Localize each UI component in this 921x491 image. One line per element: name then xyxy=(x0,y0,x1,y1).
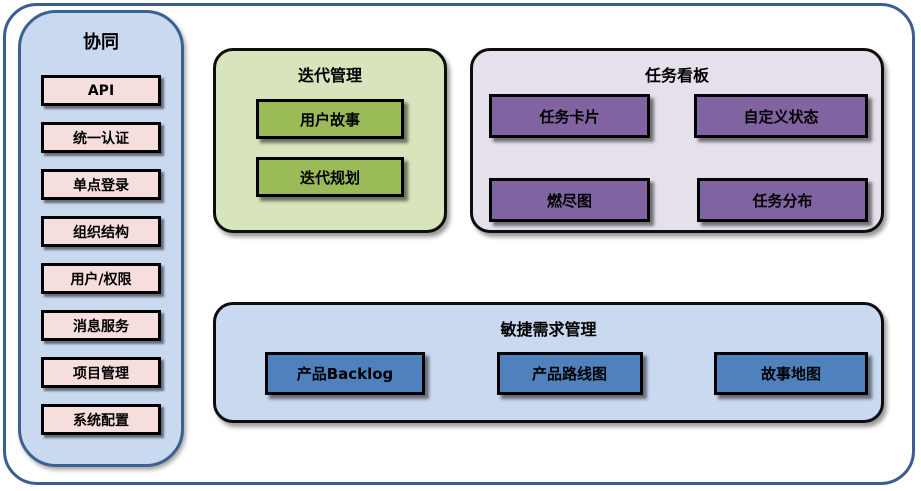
group-agile-requirement-management: 敏捷需求管理 产品Backlog 产品路线图 故事地图 xyxy=(213,302,884,423)
sidebar-item-message-service: 消息服务 xyxy=(41,310,161,341)
sidebar-item-org-structure: 组织结构 xyxy=(41,216,161,247)
item-burndown-chart: 燃尽图 xyxy=(489,178,650,222)
group-task-board: 任务看板 任务卡片 自定义状态 燃尽图 任务分布 xyxy=(470,48,884,233)
sidebar-item-system-config: 系统配置 xyxy=(41,404,161,435)
item-story-map: 故事地图 xyxy=(714,352,868,395)
group-agile-title: 敏捷需求管理 xyxy=(500,320,597,339)
sidebar-item-project-management: 项目管理 xyxy=(41,357,161,388)
sidebar-item-sso: 单点登录 xyxy=(41,169,161,200)
sidebar-item-api: API xyxy=(41,75,161,106)
group-iteration-management: 迭代管理 用户故事 迭代规划 xyxy=(213,48,447,233)
item-product-backlog: 产品Backlog xyxy=(265,352,425,395)
item-product-roadmap: 产品路线图 xyxy=(496,352,643,395)
item-user-story: 用户故事 xyxy=(256,99,404,139)
sidebar-title: 协同 xyxy=(83,32,119,53)
group-task-board-title: 任务看板 xyxy=(644,66,709,85)
task-board-row-1: 任务卡片 自定义状态 xyxy=(473,94,881,138)
iteration-item-list: 用户故事 迭代规划 xyxy=(216,99,444,197)
sidebar-item-unified-auth: 统一认证 xyxy=(41,122,161,153)
task-board-row-2: 燃尽图 任务分布 xyxy=(473,178,881,222)
agile-item-list: 产品Backlog 产品路线图 故事地图 xyxy=(216,352,881,395)
item-task-distribution: 任务分布 xyxy=(697,178,868,222)
item-task-card: 任务卡片 xyxy=(489,94,650,138)
item-iteration-planning: 迭代规划 xyxy=(256,157,404,197)
group-iteration-title: 迭代管理 xyxy=(297,66,362,85)
sidebar-collaboration: 协同 API 统一认证 单点登录 组织结构 用户/权限 消息服务 项目管理 系统… xyxy=(18,10,184,467)
item-custom-status: 自定义状态 xyxy=(694,94,868,138)
sidebar-item-list: API 统一认证 单点登录 组织结构 用户/权限 消息服务 项目管理 系统配置 xyxy=(21,75,181,435)
sidebar-item-user-permission: 用户/权限 xyxy=(41,263,161,294)
